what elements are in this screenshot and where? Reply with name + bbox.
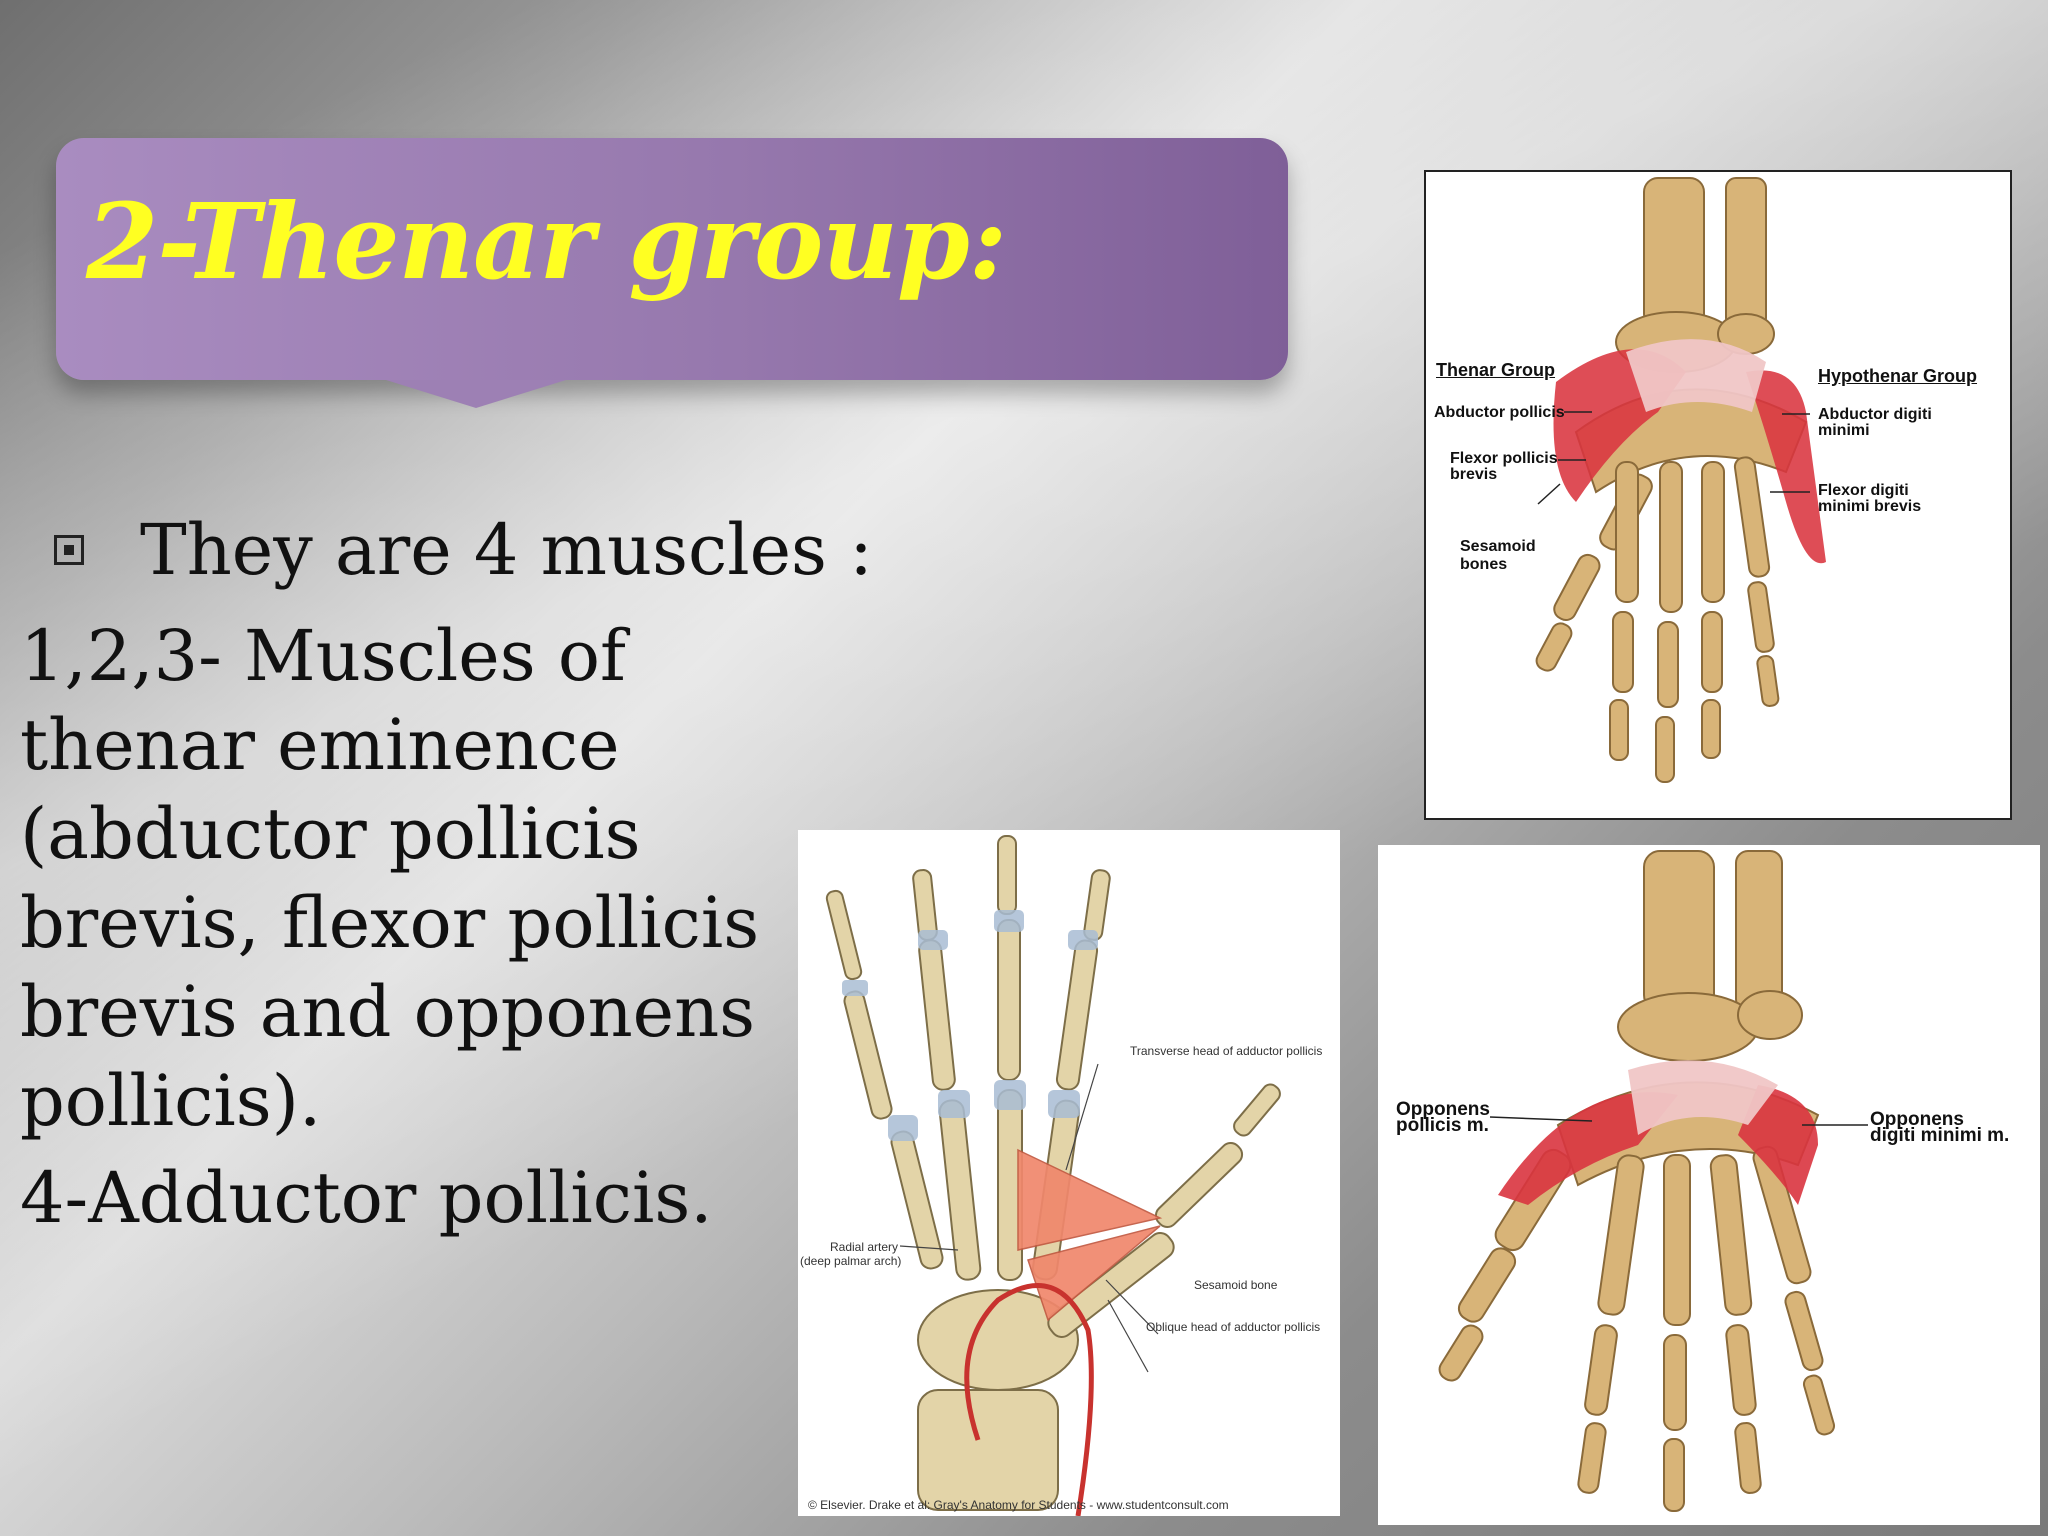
- title-banner-notch: [386, 380, 566, 408]
- bullet-item: They are 4 muscles :: [54, 509, 873, 591]
- hypothenar-group-label: Hypothenar Group: [1818, 366, 1978, 386]
- adductor-pollicis-diagram: Transverse head of adductor pollicis Rad…: [798, 830, 1340, 1516]
- bullet-text: They are 4 muscles :: [140, 509, 873, 591]
- radial-artery-label-2: (deep palmar arch): [800, 1254, 902, 1268]
- opponens-digiti-label-2: digiti minimi m.: [1870, 1125, 2010, 1146]
- opponens-digiti-label-1: Opponens: [1870, 1109, 1964, 1130]
- abductor-digiti-label-2: minimi: [1818, 422, 1870, 439]
- image-credit: © Elsevier. Drake et al: Gray's Anatomy …: [808, 1498, 1229, 1512]
- opponens-muscles-diagram: Opponens pollicis m. Opponens digiti min…: [1378, 845, 2040, 1525]
- oblique-head-label: Oblique head of adductor pollicis: [1146, 1320, 1321, 1334]
- adductor-text: 4-Adductor pollicis.: [20, 1157, 713, 1239]
- abductor-pollicis-label: Abductor pollicis: [1434, 404, 1565, 421]
- hand-illustration-adductor: [825, 835, 1281, 1516]
- thenar-muscles-text: 1,2,3- Muscles of thenar eminence (abduc…: [20, 615, 760, 1142]
- opponens-pollicis-label-2: pollicis m.: [1396, 1115, 1489, 1136]
- opponens-pollicis-label-1: Opponens: [1396, 1099, 1490, 1120]
- flexor-pollicis-label-1: Flexor pollicis: [1450, 450, 1558, 467]
- sesamoid-bones-label-1: Sesamoid: [1460, 538, 1536, 555]
- hand-illustration-opponens: [1438, 850, 1868, 1512]
- sesamoid-bones-label-2: bones: [1460, 556, 1508, 573]
- flexor-digiti-label-1: Flexor digiti: [1818, 482, 1909, 499]
- radial-artery-label-1: Radial artery: [830, 1240, 899, 1254]
- square-bullet-icon: [54, 535, 84, 565]
- transverse-head-label: Transverse head of adductor pollicis: [1130, 1044, 1323, 1058]
- slide-title: 2-Thenar group:: [86, 180, 1007, 303]
- sesamoid-bone-label: Sesamoid bone: [1194, 1278, 1278, 1292]
- title-banner: 2-Thenar group:: [56, 138, 1288, 408]
- hand-illustration-top: [1535, 177, 1826, 783]
- hand-muscles-diagram-top: Thenar Group Hypothenar Group Abductor p…: [1424, 170, 2012, 820]
- body-text: 1,2,3- Muscles of thenar eminence (abduc…: [20, 612, 810, 1243]
- thenar-group-label: Thenar Group: [1436, 360, 1556, 380]
- flexor-digiti-label-2: minimi brevis: [1818, 498, 1922, 515]
- abductor-digiti-label-1: Abductor digiti: [1818, 406, 1932, 423]
- flexor-pollicis-label-2: brevis: [1450, 466, 1498, 483]
